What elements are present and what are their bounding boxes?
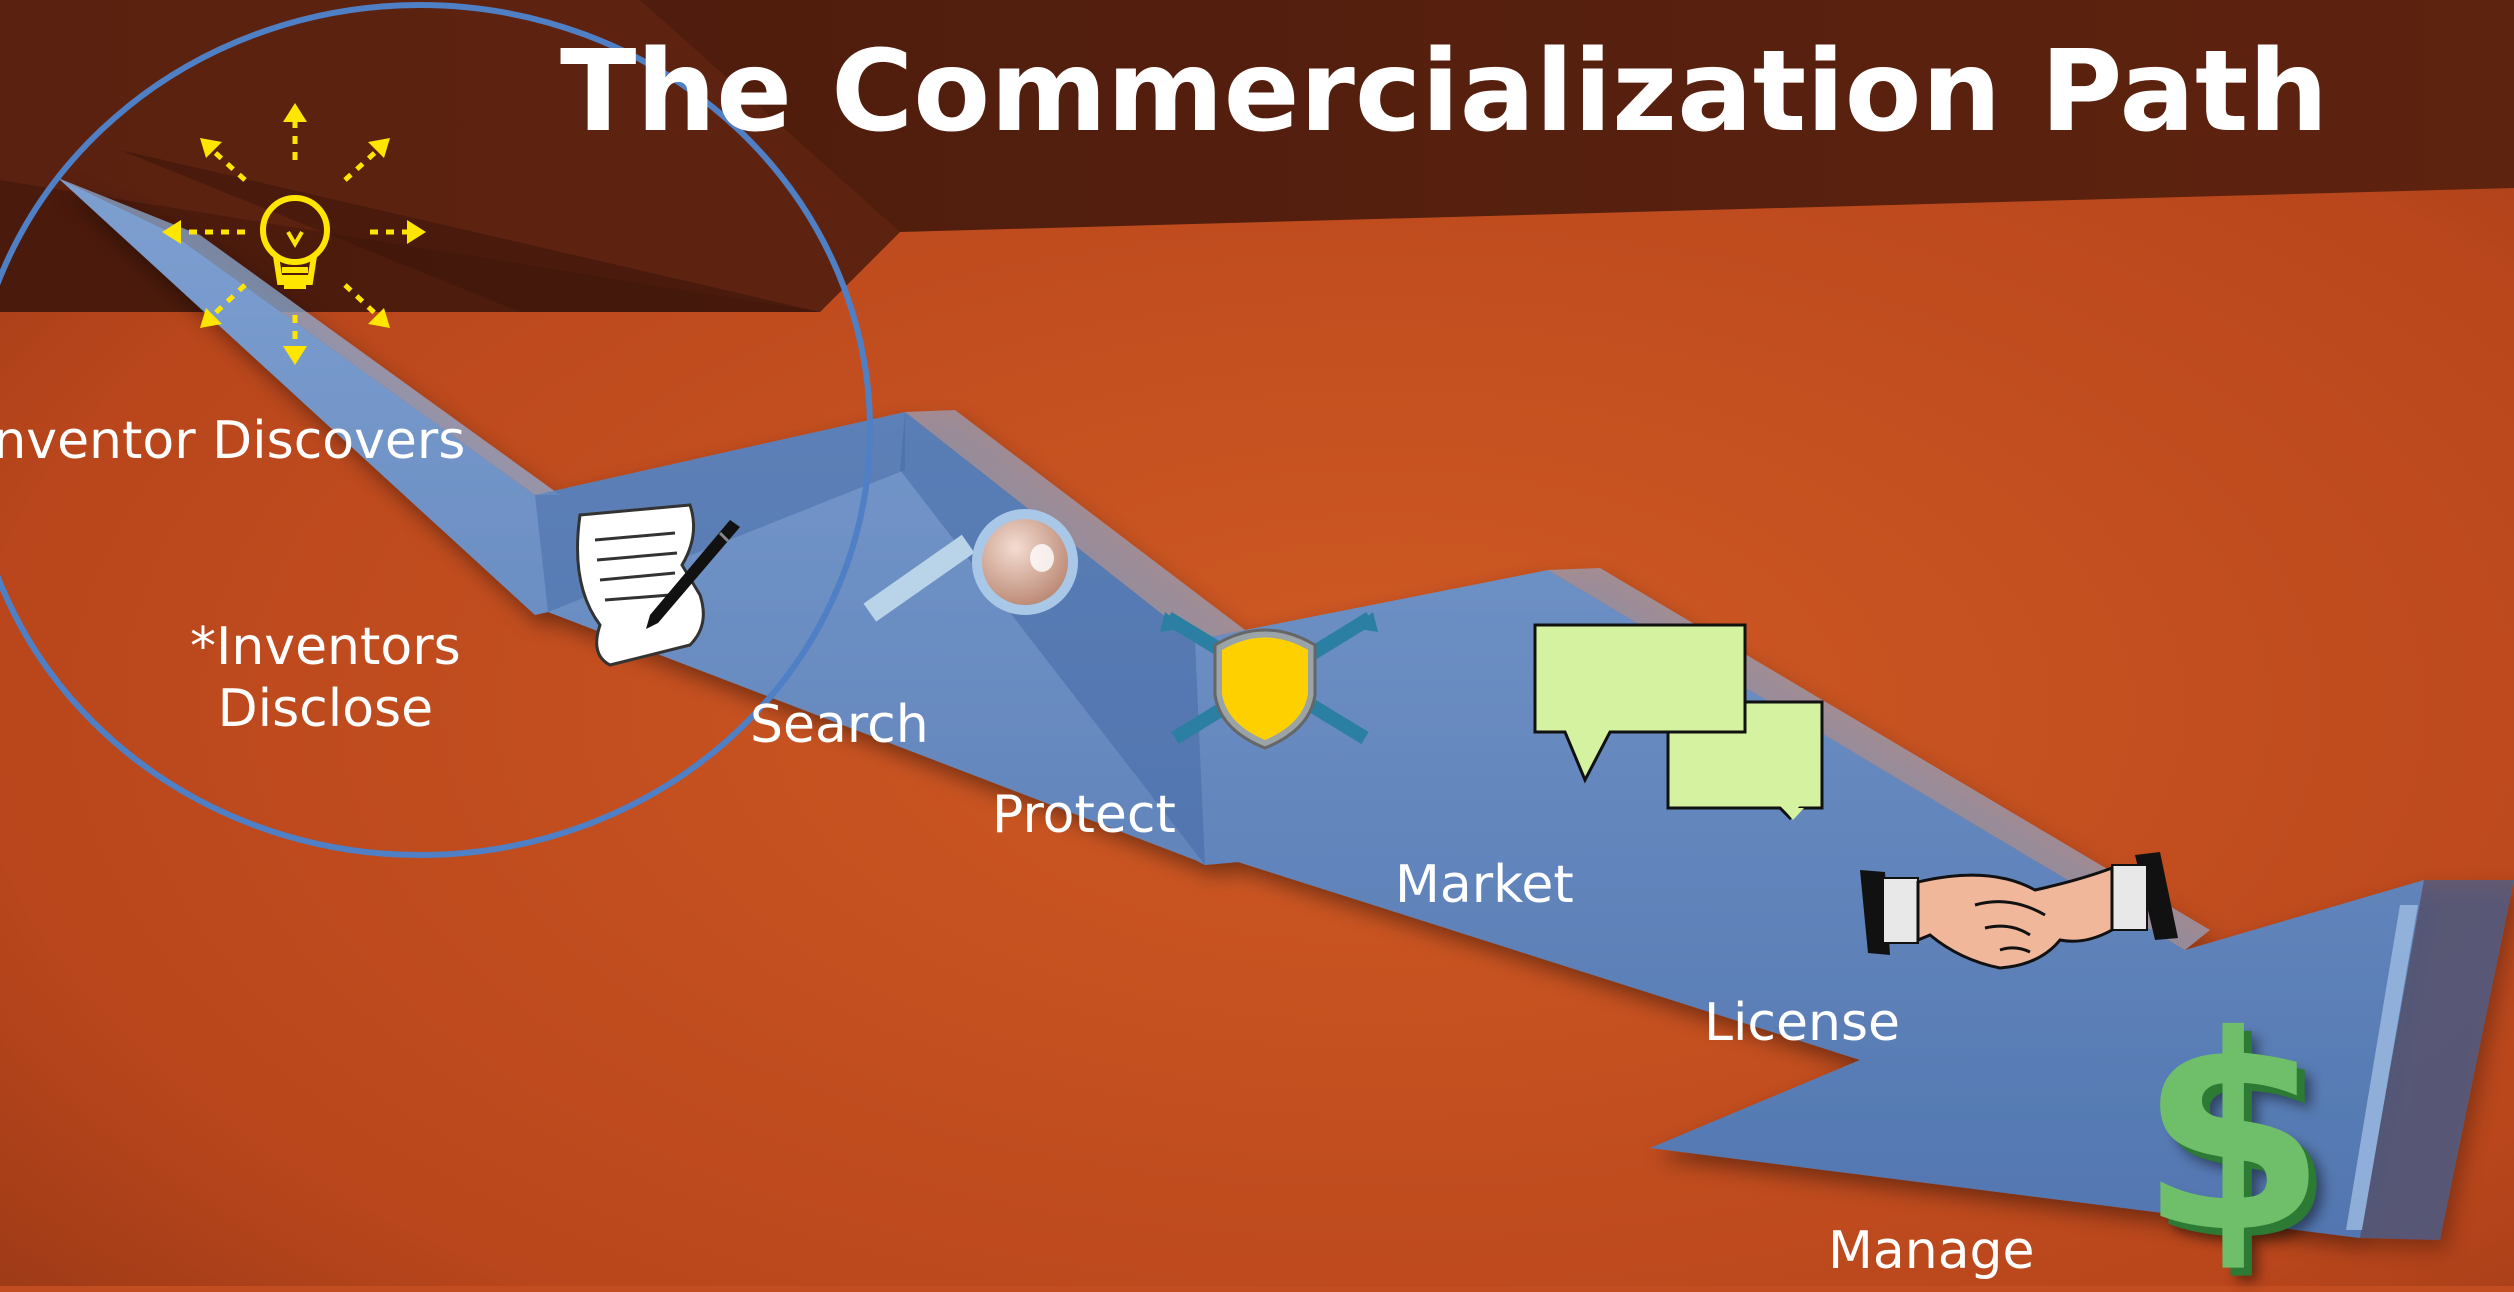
step-label-manage: Manage: [1828, 1221, 2035, 1281]
handshake-icon: [1860, 852, 2178, 970]
dollar-sign-icon: $: [2139, 977, 2327, 1292]
speech-bubbles-icon: [1533, 623, 1824, 821]
step-label-inventor-discovers: Inventor Discovers: [0, 411, 466, 471]
shield-icon: [1160, 612, 1378, 750]
step-label-inventors-disclose: *Inventors Disclose: [190, 617, 461, 740]
step-label-license: License: [1704, 993, 1901, 1053]
lightbulb-icon: [162, 103, 426, 365]
step-label-market: Market: [1395, 855, 1574, 915]
step-label-search: Search: [750, 695, 929, 755]
circle-outline: [0, 2, 873, 858]
slide-title: The Commercialization Path: [560, 27, 2329, 157]
title-band-shade: [120, 150, 820, 312]
magnifying-glass-icon: [863, 509, 1078, 622]
step-label-protect: Protect: [992, 785, 1176, 845]
document-pen-icon: [576, 503, 740, 667]
